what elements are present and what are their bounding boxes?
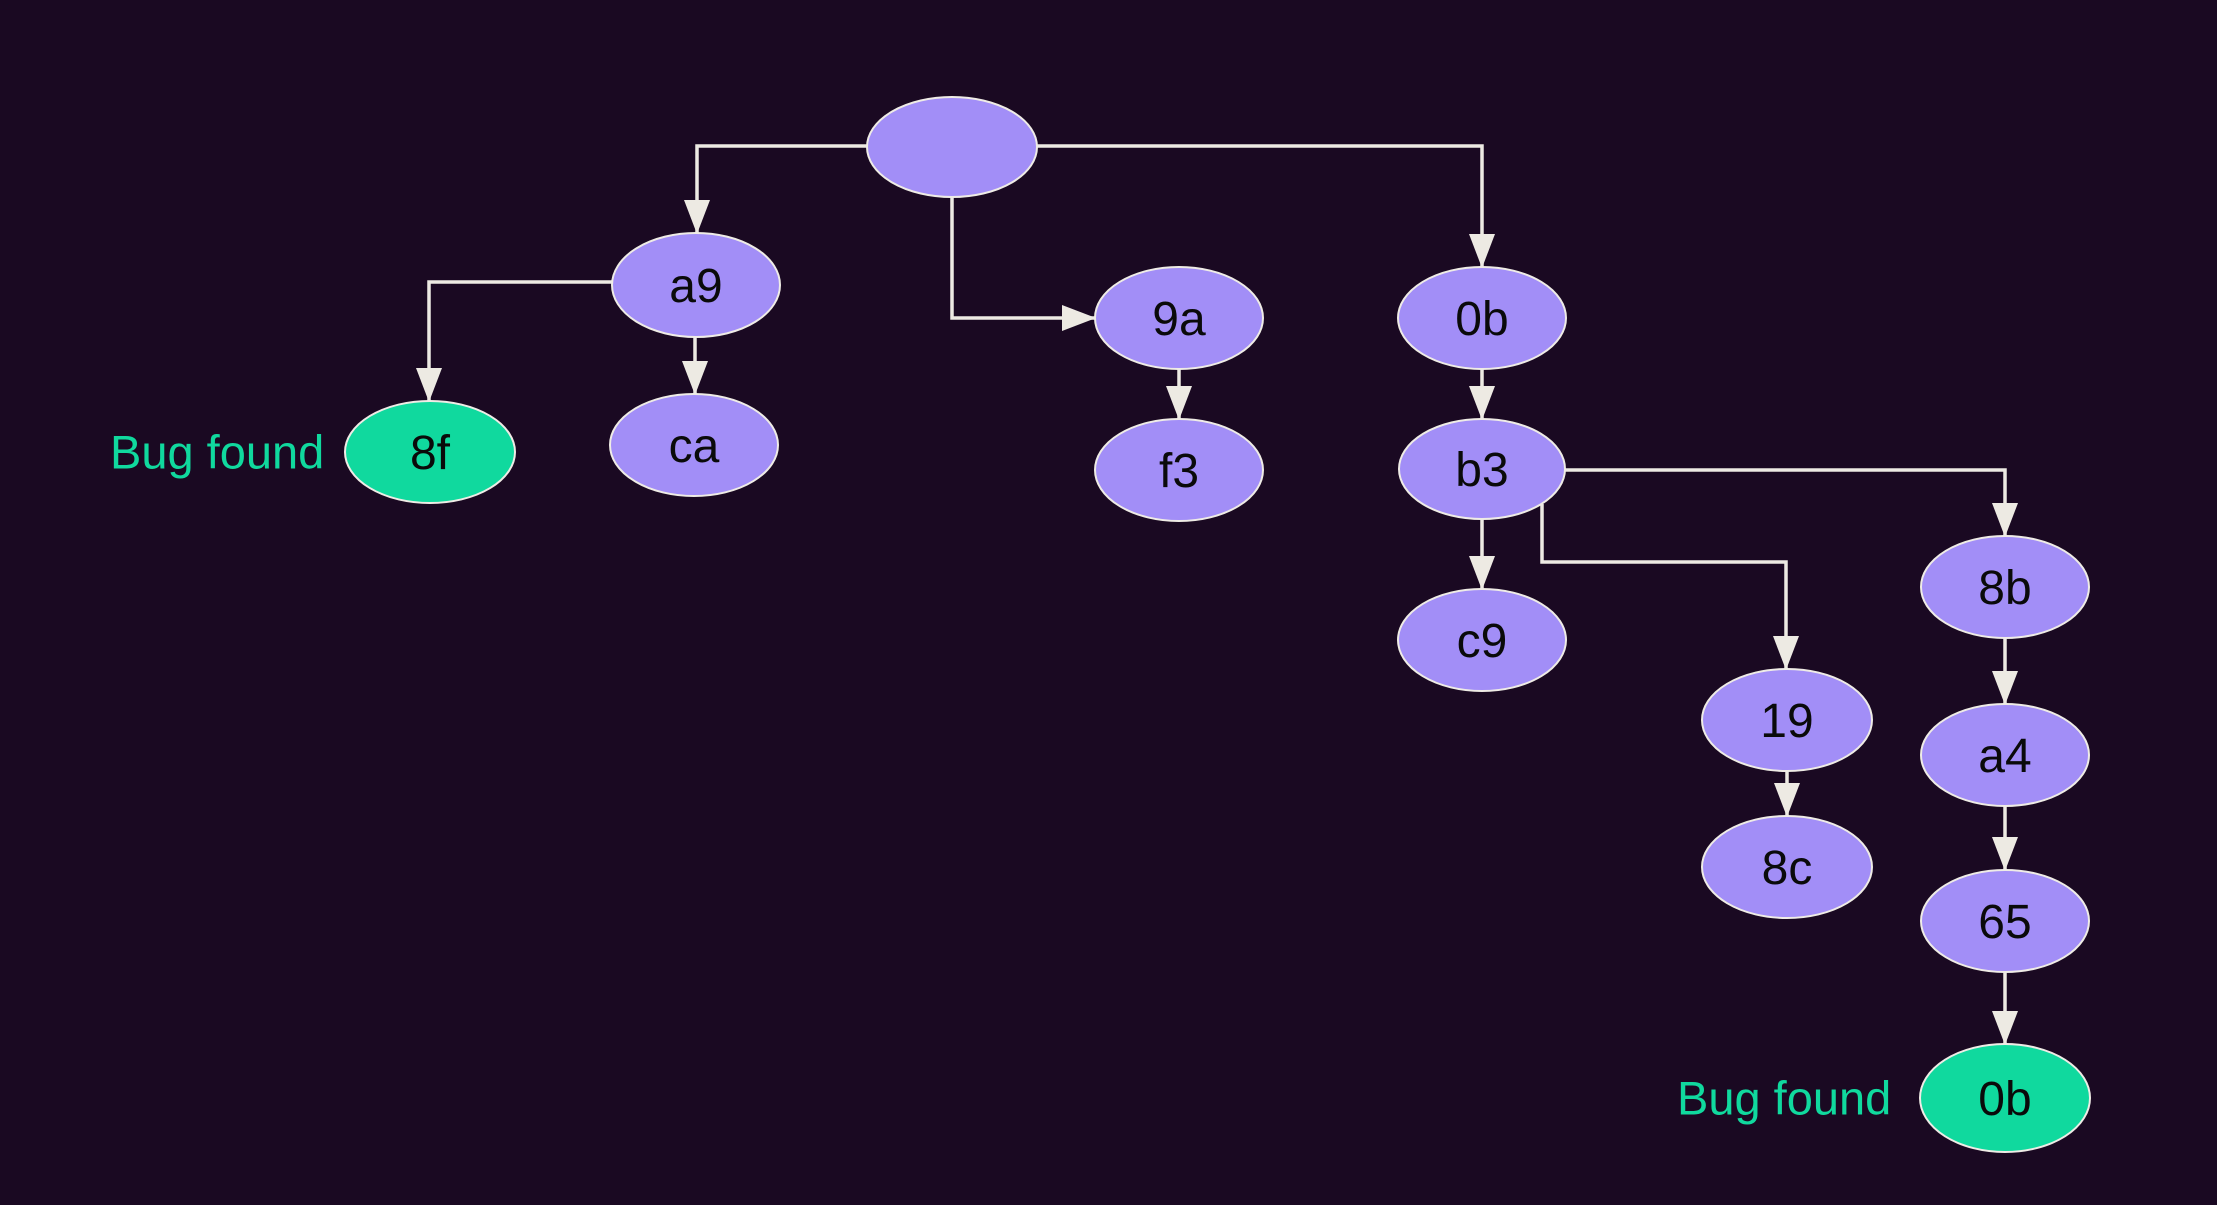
node-0b: 0b [1397,266,1567,370]
bug-node-ellipse-8f [344,400,516,504]
node-8c: 8c [1701,815,1873,919]
node-c9: c9 [1397,588,1567,692]
edge-root-to-9a [950,197,1096,331]
node-9a: 9a [1094,266,1264,370]
node-ellipse-65 [1920,869,2090,973]
bug-found-label-bottom: Bug found [1677,1071,1891,1124]
node-ellipse-9a [1094,266,1264,370]
node-65: 65 [1920,869,2090,973]
edge-b3-to-19 [1540,504,1799,670]
node-ellipse-f3 [1094,418,1264,522]
node-ellipse-root [866,96,1038,198]
node-ellipse-b3 [1398,418,1566,520]
node-ellipse-a9 [611,232,781,338]
node-ellipse-a4 [1920,703,2090,807]
edge-a9-to-8f [416,280,612,402]
node-8b: 8b [1920,535,2090,639]
node-8f-bug: 8f [344,400,516,504]
node-ellipse-ca [609,393,779,497]
node-ellipse-0b [1397,266,1567,370]
node-ca: ca [609,393,779,497]
edge-root-to-a9 [684,144,867,234]
bug-found-label-top: Bug found [110,425,324,478]
node-19: 19 [1701,668,1873,772]
node-0b-bug-bug: 0b [1919,1043,2091,1153]
node-a4: a4 [1920,703,2090,807]
edge-root-to-0b [1037,144,1495,268]
node-ellipse-8b [1920,535,2090,639]
bug-node-ellipse-0b-bug [1919,1043,2091,1153]
node-b3: b3 [1398,418,1566,520]
edge-b3-to-8b [1565,468,2018,537]
node-ellipse-8c [1701,815,1873,919]
node-f3: f3 [1094,418,1264,522]
node-root [866,96,1038,198]
node-ellipse-c9 [1397,588,1567,692]
node-ellipse-19 [1701,668,1873,772]
node-a9: a9 [611,232,781,338]
